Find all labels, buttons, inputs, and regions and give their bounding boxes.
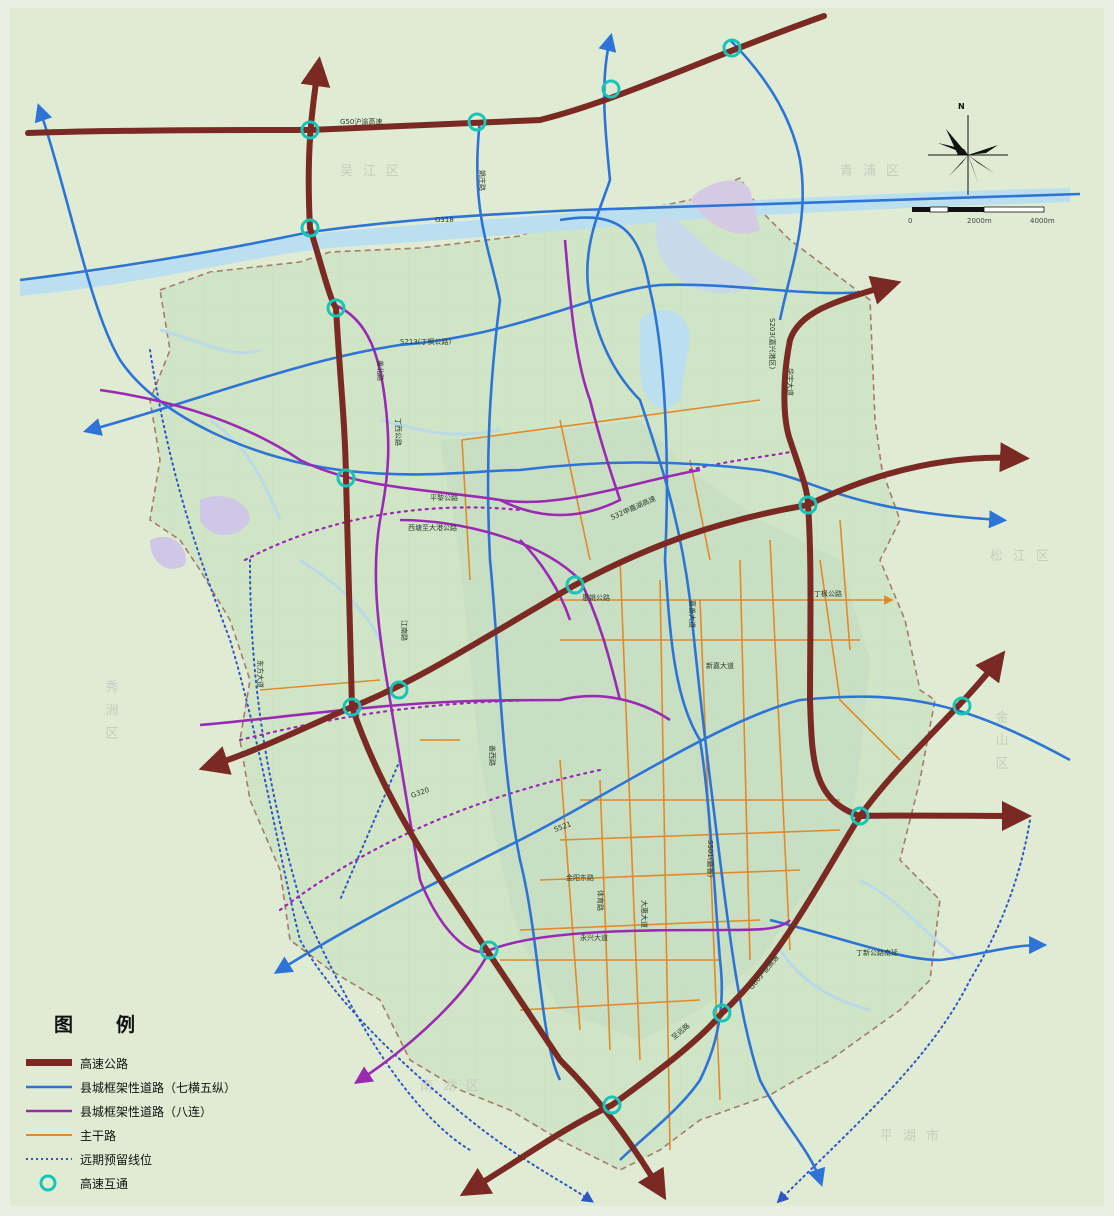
legend-label-framework-purple: 县城框架性道路（八连）	[80, 1104, 213, 1119]
place-pinghu: 平湖市	[880, 1128, 949, 1144]
interchange-5[interactable]	[300, 218, 320, 238]
place-xiuzhou: 秀洲区	[103, 680, 119, 749]
interchange-11[interactable]	[342, 697, 362, 717]
north-arrow: N	[928, 102, 1008, 195]
scale-bar: 0 2000m 4000m	[908, 206, 1055, 225]
label-jiashan-dadao: 嘉善大道	[688, 600, 697, 628]
legend-item-reserved: 远期预留线位	[22, 1147, 282, 1171]
interchange-6[interactable]	[326, 298, 346, 318]
label-dahui: 大惠大道	[640, 900, 649, 928]
label-dingxi: 丁西公路	[394, 418, 403, 446]
interchange-12[interactable]	[952, 696, 972, 716]
label-dingfeng: 丁枫公路	[814, 589, 842, 598]
legend-label-interchange: 高速互通	[80, 1176, 129, 1191]
scale-tick-2: 4000m	[1030, 217, 1055, 225]
place-wujiang: 吴江区	[340, 164, 409, 179]
interchange-4[interactable]	[722, 38, 742, 58]
label-xinjia: 新嘉大道	[706, 661, 734, 670]
label-jiangnan: 江南路	[400, 620, 409, 641]
interchanges	[300, 38, 972, 1115]
legend-item-trunk: 主干路	[22, 1123, 282, 1147]
expressways	[25, 13, 1032, 1201]
reserved-swatch	[26, 1158, 72, 1160]
label-s213: S213(丁枫公路)	[400, 337, 452, 346]
lake-west-2	[150, 536, 186, 569]
label-dingxin: 丁新公路南延	[856, 948, 898, 957]
label-xihe: 西塘至大港公路	[408, 523, 457, 532]
legend-item-framework-purple: 县城框架性道路（八连）	[22, 1099, 282, 1123]
legend-item-framework-blue: 县城框架性道路（七横五纵）	[22, 1075, 282, 1099]
interchange-1[interactable]	[300, 120, 320, 140]
interchange-16[interactable]	[602, 1095, 622, 1115]
label-s203: S203(嘉兴港区)	[768, 318, 777, 370]
scale-tick-0: 0	[908, 217, 912, 225]
label-huizhi: 惠姚公路	[582, 593, 610, 602]
label-yongxing: 永兴大道	[580, 933, 608, 942]
label-s501: S501(嘉善)	[706, 840, 715, 878]
interchange-14[interactable]	[479, 940, 499, 960]
interchange-10[interactable]	[389, 680, 409, 700]
legend-label-reserved: 远期预留线位	[80, 1152, 153, 1167]
expressway-swatch	[26, 1059, 72, 1066]
label-pingli: 平黎公路	[430, 493, 458, 502]
legend-item-interchange: 高速互通	[22, 1171, 282, 1195]
legend-title: 图 例	[54, 1014, 148, 1036]
interchange-7[interactable]	[336, 468, 356, 488]
interchange-13[interactable]	[850, 806, 870, 826]
interchange-8[interactable]	[565, 575, 585, 595]
interchange-15[interactable]	[712, 1003, 732, 1023]
label-huayu: 华宇大道	[786, 368, 795, 396]
place-songjiang: 松江区	[990, 549, 1059, 564]
label-g318: G318	[435, 216, 454, 224]
label-yaozhuang: 姚庄路	[478, 170, 487, 191]
place-nanhu: 南湖区	[420, 1078, 489, 1094]
label-g50: G50沪渝高速	[340, 117, 382, 126]
framework-purple-swatch	[26, 1109, 72, 1113]
interchange-9[interactable]	[798, 495, 818, 515]
place-qingpu: 青浦区	[840, 164, 909, 179]
legend-label-expressway: 高速公路	[80, 1056, 129, 1071]
label-dongfang: 东方大道	[256, 660, 265, 688]
legend-item-expressway: 高速公路	[22, 1051, 282, 1075]
trunk-swatch	[26, 1134, 72, 1136]
interchange-2[interactable]	[467, 112, 487, 132]
scale-tick-1: 2000m	[967, 217, 992, 225]
place-jinshan: 金山区	[993, 709, 1009, 779]
interchange-3[interactable]	[601, 79, 621, 99]
framework-blue-swatch	[26, 1085, 72, 1089]
legend: 图 例 高速公路 县城框架性道路（七横五纵） 县城框架性道路（八连） 主干路 远…	[22, 1010, 282, 1195]
north-label: N	[958, 102, 965, 111]
legend-label-framework-blue: 县城框架性道路（七横五纵）	[80, 1080, 237, 1095]
legend-label-trunk: 主干路	[80, 1128, 117, 1143]
label-jinyang: 金阳东路	[566, 873, 594, 882]
label-shanxi: 善西路	[488, 745, 497, 766]
label-tiyu: 体育路	[596, 890, 605, 911]
label-shengbei: 善北路	[376, 360, 385, 381]
interchange-swatch	[39, 1174, 57, 1192]
